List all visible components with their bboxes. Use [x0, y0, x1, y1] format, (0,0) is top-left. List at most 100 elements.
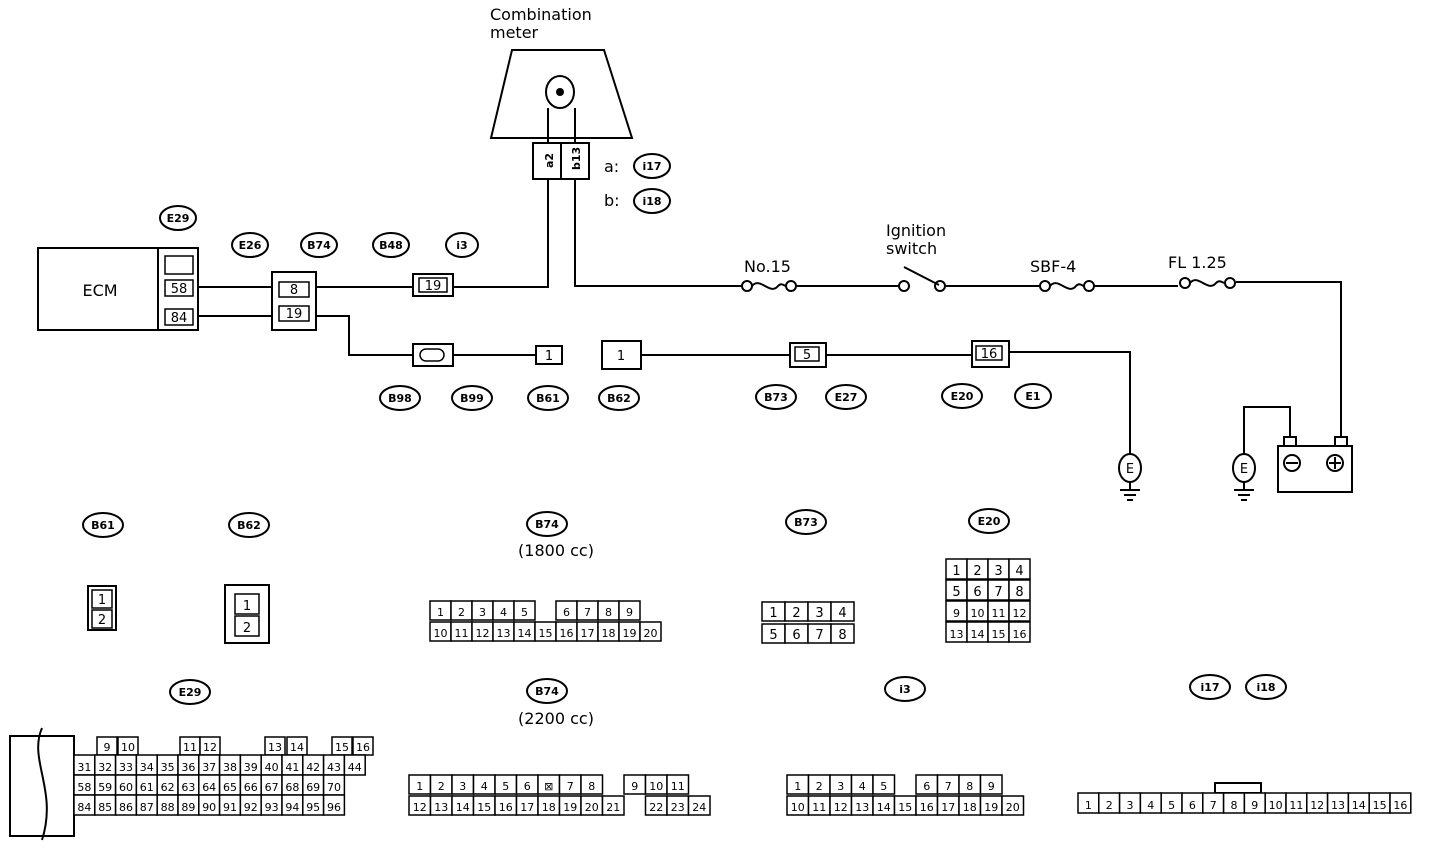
face-tag-i3-text: i3: [899, 683, 910, 696]
e29-face-pin: 33: [119, 761, 133, 774]
b74-2200-face-pin: 10: [649, 780, 663, 793]
e20-face-pin: 11: [992, 607, 1006, 620]
b74-2200-face-pin: 4: [481, 780, 488, 793]
tag-e27-text: E27: [835, 391, 858, 404]
power-components: No.15 Ignition switch SBF-4 FL 1.25: [741, 221, 1236, 292]
fuse-fl125-terminal-b: [1224, 277, 1236, 289]
e26-pin-19-box: [278, 305, 310, 322]
e29-face-cell: [343, 754, 366, 776]
ecm-pin-84: 84: [171, 311, 188, 326]
face-tag-e29: [169, 679, 211, 705]
e20-face-cell: [1008, 600, 1031, 622]
ground-e1-label: E: [1126, 462, 1134, 477]
e20-face-pin: 14: [971, 628, 985, 641]
b74-1800-face-pin: 10: [434, 627, 448, 640]
e29-face-pin: 44: [348, 761, 362, 774]
e29-face-pin: 62: [161, 781, 175, 794]
e20-face-pin: 3: [994, 564, 1002, 579]
i3-face-cell: [979, 774, 1003, 795]
e20-face-pin: 5: [952, 585, 960, 600]
b74-2200-face-pin: 24: [692, 801, 706, 814]
b74-2200-face-pin: 12: [413, 801, 427, 814]
e29-face-pin: 39: [244, 761, 258, 774]
face-tag-e20-text: E20: [978, 515, 1001, 528]
b73-face-pin: 6: [792, 628, 800, 643]
b73-face-pin: 2: [792, 606, 800, 621]
i17-i18-face-pin: 2: [1106, 799, 1113, 812]
fuse-no15-terminal-a: [741, 280, 753, 292]
b74-1800-face-cell: [639, 621, 662, 642]
face-tag-b62-text: B62: [237, 519, 261, 532]
b74-2200-face-pin: 22: [649, 801, 663, 814]
tag-i3-text: i3: [456, 239, 467, 252]
i3-face-pin: 14: [877, 801, 891, 814]
ecm-pin-84-box: [164, 308, 194, 326]
tag-b99: [451, 385, 493, 411]
e29-face-pin: 32: [98, 761, 112, 774]
b73-face-cell: [830, 623, 855, 644]
b74-2200-face-pin: 2: [438, 780, 445, 793]
i17-i18-face-pin: 15: [1373, 799, 1387, 812]
tag-b98: [379, 385, 421, 411]
i17-i18-face-pin: 10: [1269, 799, 1283, 812]
i17-i18-face-pin: 12: [1310, 799, 1324, 812]
i3-face-pin: 1: [794, 780, 801, 793]
e29-face-pin: 70: [327, 781, 341, 794]
e29-face-pin: 12: [203, 741, 217, 754]
ignition-terminal-b: [934, 280, 946, 292]
face-tag-b74-2200-text: B74: [535, 685, 559, 698]
e29-face-pin: 58: [77, 781, 91, 794]
e29-face-pin: 94: [285, 801, 299, 814]
connector-b62-inline: 1: [601, 340, 642, 370]
lower-connector-tags: B98 B99 B61 B62 B73 E27 E20 E1: [379, 383, 1052, 411]
i3-face-pin: 6: [923, 780, 930, 793]
face-tag-e29-text: E29: [179, 686, 202, 699]
i3-face-pin: 3: [837, 780, 844, 793]
b74-2200-face-pin: ⊠: [544, 780, 553, 793]
tag-i18-meter: [633, 188, 671, 214]
b74-2200-face-pin: 5: [502, 780, 509, 793]
ecm-box: [37, 247, 159, 331]
i3-pin-19-box: [418, 277, 448, 293]
e29-face-pin: 85: [98, 801, 112, 814]
ecm-pin-58: 58: [171, 282, 188, 297]
e20-face-pin: 13: [950, 628, 964, 641]
tag-b62-text: B62: [607, 392, 631, 405]
tag-b74-text: B74: [307, 239, 331, 252]
tag-e1-text: E1: [1025, 390, 1040, 403]
b98-b99-pin: [419, 348, 445, 362]
connector-b61-inline: 1: [535, 345, 563, 365]
e29-face-pin: 86: [119, 801, 133, 814]
b74-2200-face-pin: 8: [588, 780, 595, 793]
ecm: ECM 58 84: [37, 247, 199, 331]
e29-face-pin: 92: [244, 801, 258, 814]
b74-2200-face-pin: 19: [563, 801, 577, 814]
b61-inline-body: [535, 345, 563, 365]
e29-face-pin: 61: [140, 781, 154, 794]
e29-face-pin: 90: [202, 801, 216, 814]
b74-1800-face-pin: 9: [626, 606, 633, 619]
e29-face-pin: 10: [121, 741, 135, 754]
face-tag-b62: [228, 512, 270, 538]
e29-face-pin: 37: [202, 761, 216, 774]
e20-face-pin: 9: [953, 607, 960, 620]
b74-2200-face-pin: 6: [524, 780, 531, 793]
ecm-label: ECM: [82, 281, 117, 300]
i17-i18-face-pin: 1: [1085, 799, 1092, 812]
e29-face-pin: 16: [356, 741, 370, 754]
b73-pin-5: 5: [803, 348, 811, 363]
e20-face-cell: [1008, 579, 1031, 601]
wire-battery-ground: [1243, 406, 1291, 455]
b73-face-pin: 4: [838, 606, 846, 621]
e20-face-pin: 1: [952, 564, 960, 579]
face-tag-b73-text: B73: [794, 516, 818, 529]
e29-face-pin: 93: [265, 801, 279, 814]
b74-1800-face-pin: 4: [500, 606, 507, 619]
tag-i3: [445, 232, 479, 258]
battery-neg-post: [1283, 436, 1297, 447]
e29-face-pin: 43: [327, 761, 341, 774]
i3-face-cell: [1001, 795, 1025, 816]
tag-i18-meter-text: i18: [642, 195, 661, 208]
e29-face-pin: 69: [306, 781, 320, 794]
b74-1800-face-pin: 3: [479, 606, 486, 619]
